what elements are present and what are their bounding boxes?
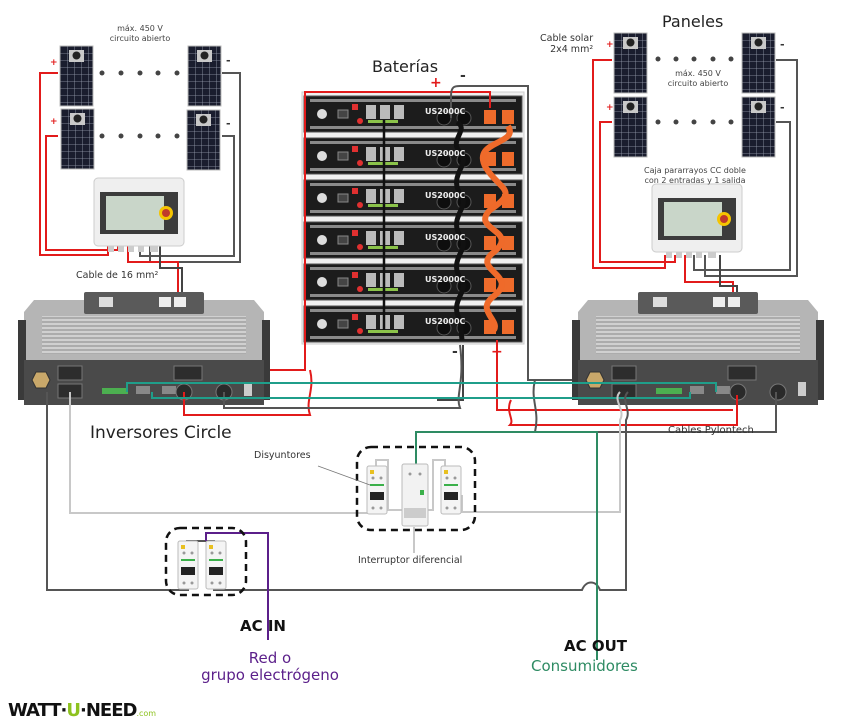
logo-part2: U — [66, 700, 81, 721]
breaker-group-output — [355, 445, 477, 532]
surge-box-text: Caja pararrayos CC doble — [644, 166, 746, 175]
solar-panel — [741, 96, 776, 158]
minus-sign: - — [226, 54, 231, 67]
cable-16-label: Cable de 16 mm² — [76, 270, 159, 281]
plus-sign: + — [606, 40, 614, 50]
circuit-breaker — [177, 540, 199, 590]
ac-in-label: AC IN — [240, 617, 286, 635]
plus-sign: + — [50, 117, 58, 127]
left-panels-voltage-label: máx. 450 V circuito abierto — [85, 24, 195, 44]
inverters-title: Inversores Circle — [90, 423, 232, 443]
surge-protection-box-left — [93, 177, 185, 253]
ac-out-label: AC OUT — [564, 637, 628, 655]
inverter-left — [17, 291, 271, 406]
surge-protection-box-right — [651, 183, 743, 259]
solar-panel — [60, 108, 95, 170]
plus-sign: + — [50, 58, 58, 68]
battery-model: US2000C — [425, 233, 466, 242]
battery-model: US2000C — [425, 275, 466, 284]
logo-part3: ·NEED — [80, 700, 137, 721]
circuit-text: circuito abierto — [109, 34, 171, 43]
pylontech-cables-label: Cables Pylontech — [668, 425, 754, 436]
solar-cable-size: 2x4 mm² — [550, 44, 594, 55]
breakers-label: Disyuntores — [254, 450, 311, 461]
logo-part1: WATT· — [8, 700, 67, 721]
logo-suffix: .com — [136, 709, 157, 718]
minus-sign: - — [226, 117, 231, 130]
battery-minus-sign: - — [452, 344, 458, 360]
battery-model: US2000C — [425, 191, 466, 200]
ac-in-source: Red o grupo electrógeno — [190, 650, 350, 684]
battery-model: US2000C — [425, 149, 466, 158]
minus-sign: - — [780, 38, 785, 51]
circuit-text: circuito abierto — [667, 79, 729, 88]
solar-cable-label: Cable solar 2x4 mm² — [540, 33, 593, 55]
surge-box-text: con 2 entradas y 1 salida — [644, 176, 746, 185]
batteries-title: Baterías — [372, 57, 439, 76]
battery-model: US2000C — [425, 317, 466, 326]
solar-panel — [186, 109, 221, 171]
inverter-right — [571, 291, 825, 406]
battery-minus-sign: - — [460, 68, 466, 84]
minus-sign: - — [780, 101, 785, 114]
rcd-device — [401, 463, 429, 527]
voltage-text: máx. 450 V — [117, 24, 163, 33]
solar-panel — [59, 45, 94, 107]
solar-cable-text: Cable solar — [540, 33, 594, 44]
panels-title: Paneles — [662, 12, 724, 31]
circuit-breaker — [440, 465, 462, 515]
battery-plus-sign: + — [491, 344, 503, 360]
right-panels-voltage-label: máx. 450 V circuito abierto — [646, 69, 750, 89]
battery-stack — [301, 91, 525, 345]
solar-panel-array-left — [59, 45, 222, 171]
battery-model: US2000C — [425, 107, 466, 116]
brand-logo: WATT·U·NEED.com — [8, 700, 156, 721]
ac-in-source-line2: grupo electrógeno — [201, 666, 339, 684]
breaker-group-input — [164, 526, 248, 597]
solar-panel — [613, 32, 648, 94]
circuit-breaker — [366, 465, 388, 515]
voltage-text: máx. 450 V — [675, 69, 721, 78]
circuit-breaker — [205, 540, 227, 590]
solar-panel — [187, 45, 222, 107]
battery-plus-sign: + — [430, 75, 442, 91]
solar-panel-array-right — [613, 32, 776, 158]
plus-sign: + — [606, 103, 614, 113]
ac-out-consumers: Consumidores — [531, 657, 638, 675]
solar-panel — [613, 96, 648, 158]
rcd-label: Interruptor diferencial — [358, 555, 463, 566]
ac-in-source-line1: Red o — [248, 649, 292, 667]
surge-box-label: Caja pararrayos CC doble con 2 entradas … — [640, 166, 750, 186]
